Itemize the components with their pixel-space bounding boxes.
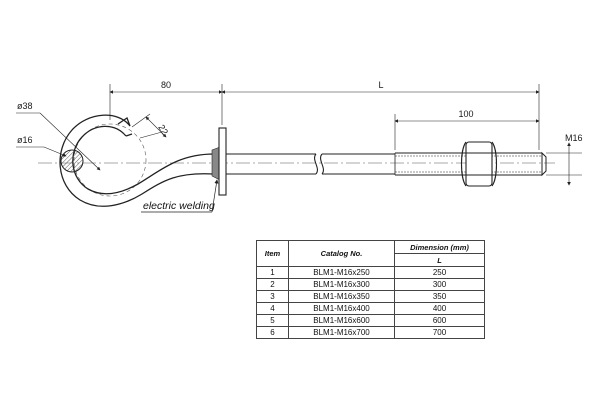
dim-22-label: 22 xyxy=(156,123,170,137)
dimension-dia16 xyxy=(16,146,67,157)
dim-dia16-label: ø16 xyxy=(17,135,33,145)
cell-l: 400 xyxy=(394,302,485,315)
catalog-table: Item Catalog No. Dimension (mm) L 1 BLM1… xyxy=(256,240,485,339)
dim-80-label: 80 xyxy=(161,80,171,90)
cell-l: 600 xyxy=(394,314,485,327)
cell-catalog: BLM1-M16x350 xyxy=(288,290,395,303)
cell-item: 3 xyxy=(256,290,289,303)
table-row: 1 BLM1-M16x250 250 xyxy=(256,266,485,279)
rod-section xyxy=(60,149,84,173)
dim-m16-label: M16 xyxy=(565,133,583,143)
welding-leader xyxy=(141,179,219,213)
header-l: L xyxy=(394,253,485,267)
hook xyxy=(59,114,215,207)
cell-item: 5 xyxy=(256,314,289,327)
table-row: 4 BLM1-M16x400 400 xyxy=(256,302,485,315)
cell-catalog: BLM1-M16x400 xyxy=(288,302,395,315)
cell-l: 300 xyxy=(394,278,485,291)
cell-item: 1 xyxy=(256,266,289,279)
table-header-row: Item Catalog No. Dimension (mm) xyxy=(256,240,485,267)
header-catalog: Catalog No. xyxy=(288,240,395,267)
rod xyxy=(226,153,395,175)
cell-catalog: BLM1-M16x600 xyxy=(288,314,395,327)
cell-item: 2 xyxy=(256,278,289,291)
cell-catalog: BLM1-M16x300 xyxy=(288,278,395,291)
welding-callout: electric welding xyxy=(143,200,215,212)
dim-dia38-label: ø38 xyxy=(17,101,33,111)
cell-l: 700 xyxy=(394,326,485,339)
header-item: Item xyxy=(256,240,289,267)
washer-plate xyxy=(218,127,227,196)
cell-catalog: BLM1-M16x250 xyxy=(288,266,395,279)
dim-100-label: 100 xyxy=(458,109,473,119)
table-row: 6 BLM1-M16x700 700 xyxy=(256,326,485,339)
dim-l-label: L xyxy=(378,80,383,90)
hex-nut xyxy=(460,141,498,187)
cell-catalog: BLM1-M16x700 xyxy=(288,326,395,339)
cell-item: 6 xyxy=(256,326,289,339)
cell-l: 350 xyxy=(394,290,485,303)
cell-item: 4 xyxy=(256,302,289,315)
dimension-dia38 xyxy=(16,112,101,171)
table-row: 2 BLM1-M16x300 300 xyxy=(256,278,485,291)
table-row: 5 BLM1-M16x600 600 xyxy=(256,314,485,327)
dimension-m16 xyxy=(546,142,582,186)
dimension-100 xyxy=(394,114,540,150)
dimension-l xyxy=(221,84,540,150)
table-row: 3 BLM1-M16x350 350 xyxy=(256,290,485,303)
header-dimension: Dimension (mm) xyxy=(394,240,485,254)
cell-l: 250 xyxy=(394,266,485,279)
dimension-22 xyxy=(131,113,167,139)
